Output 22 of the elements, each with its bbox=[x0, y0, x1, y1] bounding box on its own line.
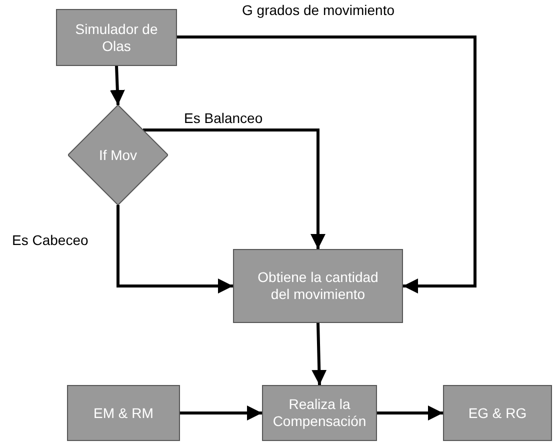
process-box bbox=[67, 385, 180, 441]
edge-label: Es Balanceo bbox=[182, 110, 265, 126]
arrow bbox=[177, 36, 476, 294]
arrow bbox=[312, 322, 327, 386]
arrow bbox=[143, 128, 326, 249]
process-box bbox=[56, 9, 177, 66]
arrow bbox=[110, 66, 125, 106]
node-label: EM & RM bbox=[92, 404, 154, 422]
node-label: Realiza la Compensación bbox=[272, 396, 368, 430]
node-label: EG & RG bbox=[467, 404, 528, 422]
node-label: Simulador de Olas bbox=[74, 20, 159, 54]
arrow bbox=[180, 406, 262, 420]
node-label: Obtiene la cantidad del movimiento bbox=[256, 269, 380, 303]
edge-label: G grados de movimiento bbox=[240, 2, 397, 18]
node-label: If Mov bbox=[98, 146, 138, 164]
process-box bbox=[262, 385, 377, 441]
edge-label: Es Cabeceo bbox=[10, 232, 90, 248]
process-box bbox=[233, 249, 403, 323]
arrow bbox=[116, 205, 233, 294]
decision-diamond bbox=[68, 105, 168, 205]
process-box bbox=[443, 385, 552, 441]
arrow bbox=[377, 406, 443, 420]
